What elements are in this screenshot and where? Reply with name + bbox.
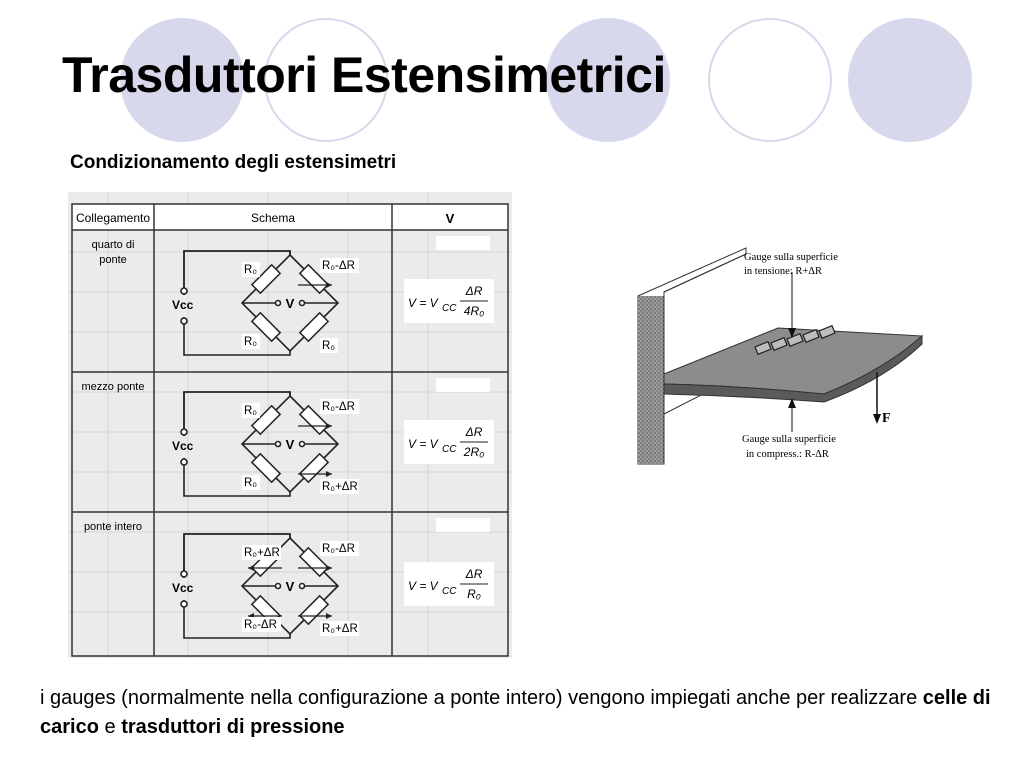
bottom-gauge-label-line1: Gauge sulla superficie xyxy=(742,434,836,445)
resistor-top-left xyxy=(250,263,282,295)
decor-circle-2 xyxy=(264,18,388,142)
top-gauge-label-line2: in tensione: R+ΔR xyxy=(744,266,822,277)
resistor-label-top-right: R₀-ΔR xyxy=(322,543,355,555)
resistor-label-top-left: R₀ xyxy=(244,405,257,417)
table-lines xyxy=(71,203,509,657)
bottom-gauge-label-line2: in compress.: R-ΔR xyxy=(746,449,829,460)
decor-circle-5 xyxy=(848,18,972,142)
formula-denominator: 2R₀ xyxy=(463,445,484,459)
decor-circle-3 xyxy=(546,18,670,142)
resistor-label-bottom-right: R₀ xyxy=(322,340,335,352)
formula-subscript: CC xyxy=(442,586,457,597)
resistor-bottom-right xyxy=(298,594,330,626)
resistor-top-left xyxy=(250,404,282,436)
slide-subtitle: Condizionamento degli estensimetri xyxy=(70,152,397,173)
caption-part1: i gauges (normalmente nella configurazio… xyxy=(40,687,923,709)
vcc-label: Vcc xyxy=(172,439,194,453)
formula-numerator: ΔR xyxy=(465,425,483,439)
resistor-label-bottom-left: R₀-ΔR xyxy=(244,619,277,631)
decor-circle-1 xyxy=(120,18,244,142)
formula-lhs: V = V xyxy=(408,579,439,593)
formula-subscript: CC xyxy=(442,303,457,314)
resistor-bottom-right xyxy=(298,311,330,343)
connection-name-line1: quarto di xyxy=(92,239,135,251)
resistor-top-right xyxy=(298,546,330,578)
output-v-label: V xyxy=(286,437,295,452)
decor-circle-4 xyxy=(708,18,832,142)
vcc-label: Vcc xyxy=(172,581,194,595)
caption-text: i gauges (normalmente nella configurazio… xyxy=(40,684,1000,742)
resistor-bottom-left xyxy=(250,311,282,343)
resistor-top-right xyxy=(298,263,330,295)
caption-part2: e xyxy=(98,716,122,738)
formula-numerator: ΔR xyxy=(465,567,483,581)
formula-lhs: V = V xyxy=(408,437,439,451)
resistor-label-top-left: R₀ xyxy=(244,264,257,276)
output-v-label: V xyxy=(286,579,295,594)
resistor-top-right xyxy=(298,404,330,436)
resistor-label-top-right: R₀-ΔR xyxy=(322,260,355,272)
table-header-band xyxy=(72,204,508,230)
header-v: V xyxy=(446,211,455,226)
resistor-label-bottom-right: R₀+ΔR xyxy=(322,481,358,493)
connection-name-line2: ponte xyxy=(99,254,127,266)
vcc-label: Vcc xyxy=(172,298,194,312)
force-label: F xyxy=(882,411,891,426)
top-gauge-label-line1: Gauge sulla superficie xyxy=(744,252,838,263)
output-v-label: V xyxy=(286,296,295,311)
formula-denominator: 4R₀ xyxy=(464,304,484,318)
caption-bold-pressure-transducers: trasduttori di pressione xyxy=(121,716,345,738)
formula-numerator: ΔR xyxy=(465,284,483,298)
resistor-bottom-right xyxy=(298,452,330,484)
resistor-label-bottom-right: R₀+ΔR xyxy=(322,623,358,635)
formula-denominator: R₀ xyxy=(467,587,481,601)
header-collegamento: Collegamento xyxy=(76,211,150,225)
connection-name-line1: ponte intero xyxy=(84,521,142,533)
cantilever-beam-figure: F Gauge sulla superficie in tensione: R+… xyxy=(637,247,924,465)
header-schema: Schema xyxy=(251,211,295,225)
resistor-label-top-left: R₀+ΔR xyxy=(244,547,280,559)
slide-title: Trasduttori Estensimetrici xyxy=(62,47,666,103)
connection-name-line1: mezzo ponte xyxy=(82,381,145,393)
caption-bold-load-cells: celle di carico xyxy=(40,687,991,738)
resistor-label-top-right: R₀-ΔR xyxy=(322,401,355,413)
resistor-bottom-left xyxy=(250,452,282,484)
strain-gauge-grid xyxy=(754,324,836,356)
formula-subscript: CC xyxy=(442,444,457,455)
resistor-label-bottom-left: R₀ xyxy=(244,336,257,348)
beam-side xyxy=(663,334,923,403)
wall-hatch xyxy=(638,296,664,464)
formula-lhs: V = V xyxy=(408,296,439,310)
resistor-label-bottom-left: R₀ xyxy=(244,477,257,489)
